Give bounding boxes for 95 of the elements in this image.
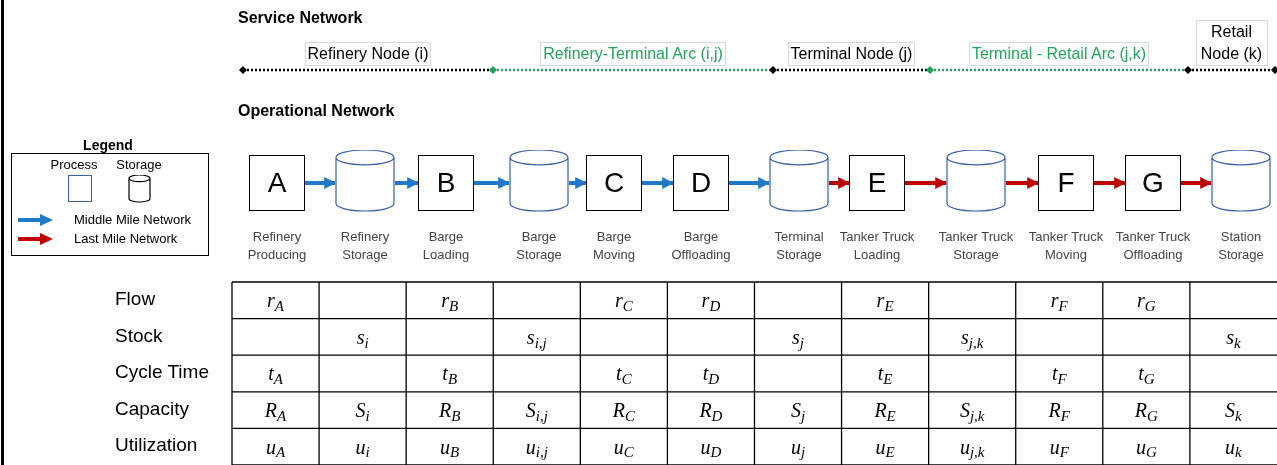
arrow — [905, 177, 948, 189]
table-cell-text: u$_{F}$ — [1049, 434, 1069, 462]
table-cell-text: u$_{i}$ — [355, 434, 370, 462]
table-cell-text: r$_{F}$ — [1050, 288, 1068, 316]
table-cell-text: R$_{B}$ — [439, 398, 461, 426]
table-cell-text: S$_{j,k}$ — [959, 398, 985, 426]
table-cell-text: t$_{C}$ — [616, 361, 632, 389]
process-box: G — [1125, 155, 1181, 211]
storage-cylinder — [509, 150, 569, 212]
table-cell-text: S$_{k}$ — [1225, 398, 1242, 426]
segment-label: Terminal - Retail Arc (j,k) — [968, 42, 1150, 66]
process-box: E — [849, 155, 905, 211]
table-cell-text: S$_{i}$ — [355, 398, 370, 426]
table-cell-text: R$_{G}$ — [1134, 398, 1158, 426]
row-header: Capacity — [115, 396, 189, 421]
table-cell-text: S$_{i,j}$ — [525, 398, 548, 426]
node-caption: Tanker Truck Storage — [937, 228, 1015, 264]
table-cell-text: u$_{A}$ — [265, 434, 286, 462]
node-caption: Refinery Producing — [246, 228, 308, 264]
node-caption: Barge Storage — [515, 228, 563, 264]
table-cell-text: r$_{B}$ — [441, 288, 459, 316]
node-caption: Barge Offloading — [670, 228, 732, 264]
arrow — [642, 177, 675, 189]
arrow — [569, 177, 588, 189]
table-cell-text: u$_{B}$ — [440, 434, 460, 462]
table-cell-text: t$_{A}$ — [268, 361, 283, 389]
segment-label: Refinery Node (i) — [304, 42, 432, 66]
legend-label: Middle Mile Network — [74, 213, 192, 227]
table-cell-text: S$_{j}$ — [790, 398, 806, 426]
process-box: F — [1038, 155, 1094, 211]
table-cell-text: t$_{F}$ — [1051, 361, 1067, 389]
legend-label: Last Mile Network — [74, 232, 178, 246]
arrow — [1006, 177, 1040, 189]
table-cell-text: u$_{j,k}$ — [959, 434, 985, 462]
node-caption: Barge Loading — [421, 228, 471, 264]
node-caption: Station Storage — [1217, 228, 1265, 264]
table-cell-text: u$_{k}$ — [1225, 434, 1242, 462]
segment-label: Terminal Node (j) — [787, 42, 916, 66]
storage-cylinder — [946, 150, 1006, 212]
table-cell-text: R$_{D}$ — [699, 398, 723, 426]
table-cell-text: r$_{E}$ — [876, 288, 894, 316]
table-cell-text: R$_{E}$ — [874, 398, 896, 426]
node-caption: Tanker Truck Moving — [1027, 228, 1105, 264]
table-cell-text: r$_{A}$ — [267, 288, 284, 316]
table-cell-text: t$_{E}$ — [877, 361, 893, 389]
table-cell-text: t$_{D}$ — [702, 361, 720, 389]
table-cell-text: r$_{D}$ — [701, 288, 721, 316]
segment-label: Retail Node (k) — [1195, 20, 1268, 66]
legend-title: Legend — [82, 136, 134, 155]
segment-label: Refinery-Terminal Arc (i,j) — [540, 42, 726, 66]
section-heading: Operational Network — [238, 101, 395, 121]
table-cell-text: s$_{i}$ — [356, 324, 369, 352]
table-cell-text: s$_{j,k}$ — [960, 324, 984, 352]
table-cell-text: t$_{G}$ — [1138, 361, 1155, 389]
arrow — [1181, 177, 1213, 189]
table-cell-text: r$_{G}$ — [1137, 288, 1156, 316]
node-caption: Terminal Storage — [773, 228, 825, 264]
table-cell-text: r$_{C}$ — [614, 288, 633, 316]
table-cell-text: s$_{k}$ — [1226, 324, 1241, 352]
table-cell-text: u$_{C}$ — [613, 434, 634, 462]
table-cell-text: u$_{j}$ — [790, 434, 806, 462]
arrow — [474, 177, 511, 189]
process-box: A — [249, 155, 305, 211]
legend-label: Process — [49, 156, 99, 174]
arrow — [305, 177, 337, 189]
legend-label: Storage — [115, 156, 163, 174]
process-box: B — [418, 155, 474, 211]
arrow — [395, 177, 420, 189]
table-cell-text: t$_{B}$ — [442, 361, 458, 389]
node-caption: Tanker Truck Loading — [838, 228, 916, 264]
table-cell-text: s$_{i,j}$ — [526, 324, 547, 352]
node-caption: Barge Moving — [592, 228, 636, 264]
arrow — [1094, 177, 1127, 189]
row-header: Stock — [115, 323, 163, 348]
table-cell-text: u$_{D}$ — [700, 434, 722, 462]
table-cell-text: u$_{E}$ — [875, 434, 895, 462]
row-header: Cycle Time — [115, 360, 209, 385]
node-caption: Tanker Truck Offloading — [1114, 228, 1192, 264]
table-cell-text: R$_{A}$ — [264, 398, 287, 426]
process-box: C — [586, 155, 642, 211]
table-cell-text: u$_{G}$ — [1135, 434, 1157, 462]
row-header: Flow — [115, 287, 156, 311]
arrow — [829, 177, 851, 189]
storage-cylinder — [1211, 150, 1271, 212]
table-cell-text: s$_{j}$ — [792, 324, 804, 352]
arrow — [729, 177, 771, 189]
row-header: Utilization — [115, 433, 198, 458]
table-cell-text: R$_{C}$ — [612, 398, 635, 426]
node-caption: Refinery Storage — [339, 228, 391, 264]
storage-cylinder — [335, 150, 395, 212]
table-cell-text: R$_{F}$ — [1048, 398, 1070, 426]
table-cell-text: u$_{i,j}$ — [525, 434, 548, 462]
section-heading: Service Network — [238, 8, 363, 28]
process-box: D — [673, 155, 729, 211]
storage-cylinder — [769, 150, 829, 212]
